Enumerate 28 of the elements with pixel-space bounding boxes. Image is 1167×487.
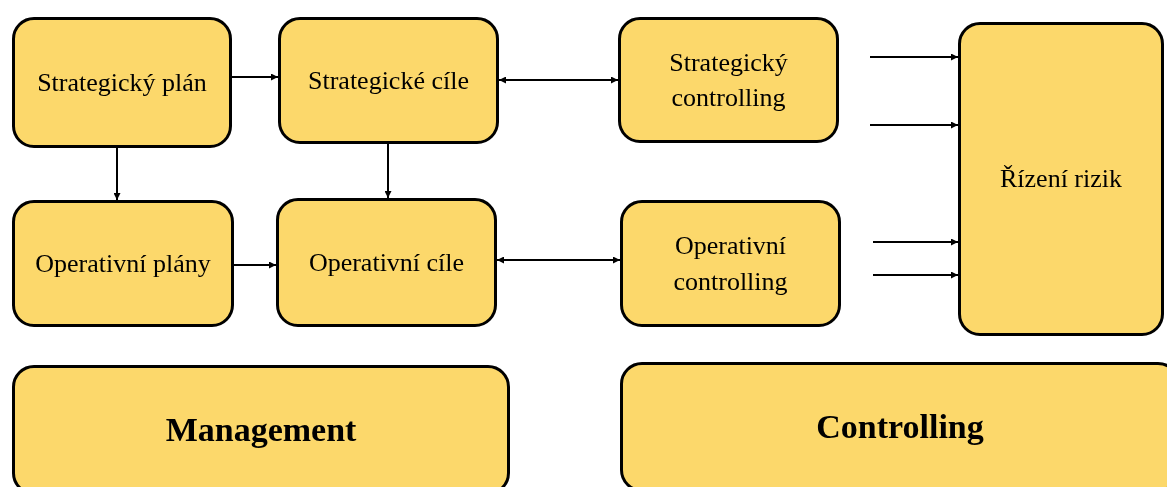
rounded-box [620,200,841,327]
box-label: Strategický plán [36,66,208,99]
rounded-box [958,22,1164,336]
box-label: Operativní cíle [307,246,466,279]
rounded-box [620,362,1167,487]
rounded-box [618,17,839,143]
rounded-box [12,200,234,327]
arrow [869,121,959,129]
arrow [113,147,121,201]
arrow [384,143,392,199]
arrow [233,261,277,269]
box-label: Strategické cíle [307,64,470,97]
rounded-box [12,17,232,148]
box-label: Řízení rizik [999,163,1123,196]
rounded-box [12,365,510,487]
arrow [496,256,621,264]
rounded-box [278,17,499,144]
arrow [872,271,959,279]
rounded-box [276,198,497,327]
arrow [872,238,959,246]
box-label: Strategický controlling [668,46,789,114]
box-label: Operativní plány [34,247,212,280]
box-label: Controlling [815,407,985,448]
arrow [231,73,279,81]
arrow [498,76,619,84]
box-label: Operativní controlling [672,230,789,298]
arrow [869,53,959,61]
box-label: Management [164,410,358,451]
